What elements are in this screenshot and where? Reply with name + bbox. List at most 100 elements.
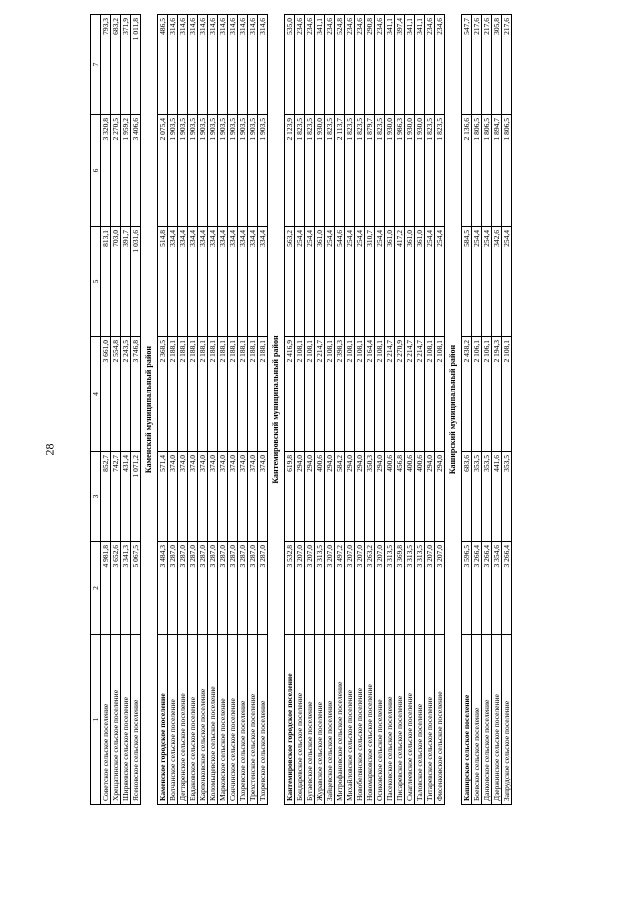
value-cell: 374,0 [227, 451, 238, 542]
value-cell: 1 930,0 [414, 114, 425, 227]
value-cell: 254,4 [424, 226, 435, 337]
settlement-name-cell: Волчанское сельское поселение [167, 634, 178, 805]
rotated-table-sheet: 1 2 3 4 5 6 7 Советское сельское поселен… [90, 14, 630, 805]
value-cell: 619,8 [284, 451, 295, 542]
value-cell: 2 438,2 [461, 336, 472, 452]
value-cell: 2 214,7 [314, 336, 325, 452]
value-cell: 2 368,5 [157, 336, 168, 452]
value-cell: 1 806,5 [501, 114, 512, 227]
value-cell: 353,5 [481, 451, 492, 542]
value-cell: 314,6 [187, 14, 198, 115]
value-cell: 374,0 [237, 451, 248, 542]
value-cell: 486,5 [157, 14, 168, 115]
value-cell: 3 287,0 [177, 541, 188, 635]
value-cell: 2 075,4 [157, 114, 168, 227]
value-cell: 2 108,1 [354, 336, 365, 452]
value-cell: 2 243,5 [120, 336, 131, 452]
value-cell: 361,0 [404, 226, 415, 337]
value-cell: 254,4 [304, 226, 315, 337]
value-cell: 2 194,3 [491, 336, 502, 452]
value-cell: 1 031,6 [130, 226, 141, 337]
settlement-name-cell: Каширское сельское поселение [461, 634, 472, 805]
value-cell: 3 287,0 [247, 541, 258, 635]
value-cell: 2 106,1 [481, 336, 492, 452]
col-header: 4 [90, 336, 101, 452]
budget-table: 1 2 3 4 5 6 7 Советское сельское поселен… [90, 14, 512, 805]
value-cell: 334,4 [217, 226, 228, 337]
value-cell: 2 108,1 [294, 336, 305, 452]
value-cell: 2 136,6 [461, 114, 472, 227]
section-title: Каширский муниципальный район [444, 14, 462, 805]
value-cell: 3 287,0 [197, 541, 208, 635]
value-cell: 1 903,5 [257, 114, 268, 227]
settlement-name-cell: Трехстенское сельское поселение [247, 634, 258, 805]
value-cell: 314,6 [257, 14, 268, 115]
settlement-name-cell: Писаревское сельское поселение [394, 634, 405, 805]
value-cell: 310,7 [364, 226, 375, 337]
page-number: 28 [42, 443, 57, 456]
settlement-name-cell: Сончинское сельское поселение [227, 634, 238, 805]
value-cell: 2 188,1 [217, 336, 228, 452]
value-cell: 2 106,1 [471, 336, 482, 452]
value-cell: 571,4 [157, 451, 168, 542]
value-cell: 584,5 [461, 226, 472, 337]
value-cell: 254,4 [354, 226, 365, 337]
value-cell: 3 341,3 [120, 541, 131, 635]
value-cell: 294,0 [304, 451, 315, 542]
value-cell: 361,0 [314, 226, 325, 337]
value-cell: 3 369,8 [394, 541, 405, 635]
value-cell: 2 108,1 [374, 336, 385, 452]
settlement-name-cell: Каменское городское поселение [157, 634, 168, 805]
value-cell: 3 207,0 [344, 541, 355, 635]
settlement-name-cell: Новобелянское сельское поселение [354, 634, 365, 805]
settlement-name-cell: Боевское сельское поселение [471, 634, 482, 805]
value-cell: 234,6 [424, 14, 435, 115]
value-cell: 371,9 [120, 14, 131, 115]
value-cell: 334,4 [227, 226, 238, 337]
value-cell: 1 823,5 [434, 114, 445, 227]
col-header: 7 [90, 14, 101, 115]
value-cell: 217,6 [471, 14, 482, 115]
value-cell: 2 398,3 [334, 336, 345, 452]
value-cell: 1 823,5 [294, 114, 305, 227]
value-cell: 1 879,7 [364, 114, 375, 227]
value-cell: 2 108,1 [344, 336, 355, 452]
value-cell: 1 806,5 [481, 114, 492, 227]
settlement-name-cell: Титаревское сельское поселение [424, 634, 435, 805]
value-cell: 2 108,1 [434, 336, 445, 452]
settlement-name-cell: Евдаковское сельское поселение [187, 634, 198, 805]
value-cell: 294,0 [374, 451, 385, 542]
value-cell: 234,6 [324, 14, 335, 115]
value-cell: 334,4 [197, 226, 208, 337]
settlement-name-cell: Бондаревское сельское поселение [294, 634, 305, 805]
value-cell: 2 108,1 [304, 336, 315, 452]
value-cell: 3 532,8 [284, 541, 295, 635]
settlement-name-cell: Карпенковское сельское поселение [197, 634, 208, 805]
value-cell: 290,8 [364, 14, 375, 115]
value-cell: 1 903,5 [197, 114, 208, 227]
value-cell: 2 123,9 [284, 114, 295, 227]
value-cell: 314,6 [197, 14, 208, 115]
value-cell: 703,0 [110, 226, 121, 337]
value-cell: 294,0 [354, 451, 365, 542]
value-cell: 3 207,0 [424, 541, 435, 635]
value-cell: 2 416,9 [284, 336, 295, 452]
value-cell: 3 313,5 [404, 541, 415, 635]
value-cell: 314,6 [227, 14, 238, 115]
value-cell: 334,4 [187, 226, 198, 337]
value-cell: 234,6 [374, 14, 385, 115]
value-cell: 217,6 [481, 14, 492, 115]
value-cell: 1 903,5 [167, 114, 178, 227]
section-header-row: Кантемировский муниципальный район [267, 14, 285, 805]
value-cell: 400,6 [414, 451, 425, 542]
value-cell: 234,6 [434, 14, 445, 115]
